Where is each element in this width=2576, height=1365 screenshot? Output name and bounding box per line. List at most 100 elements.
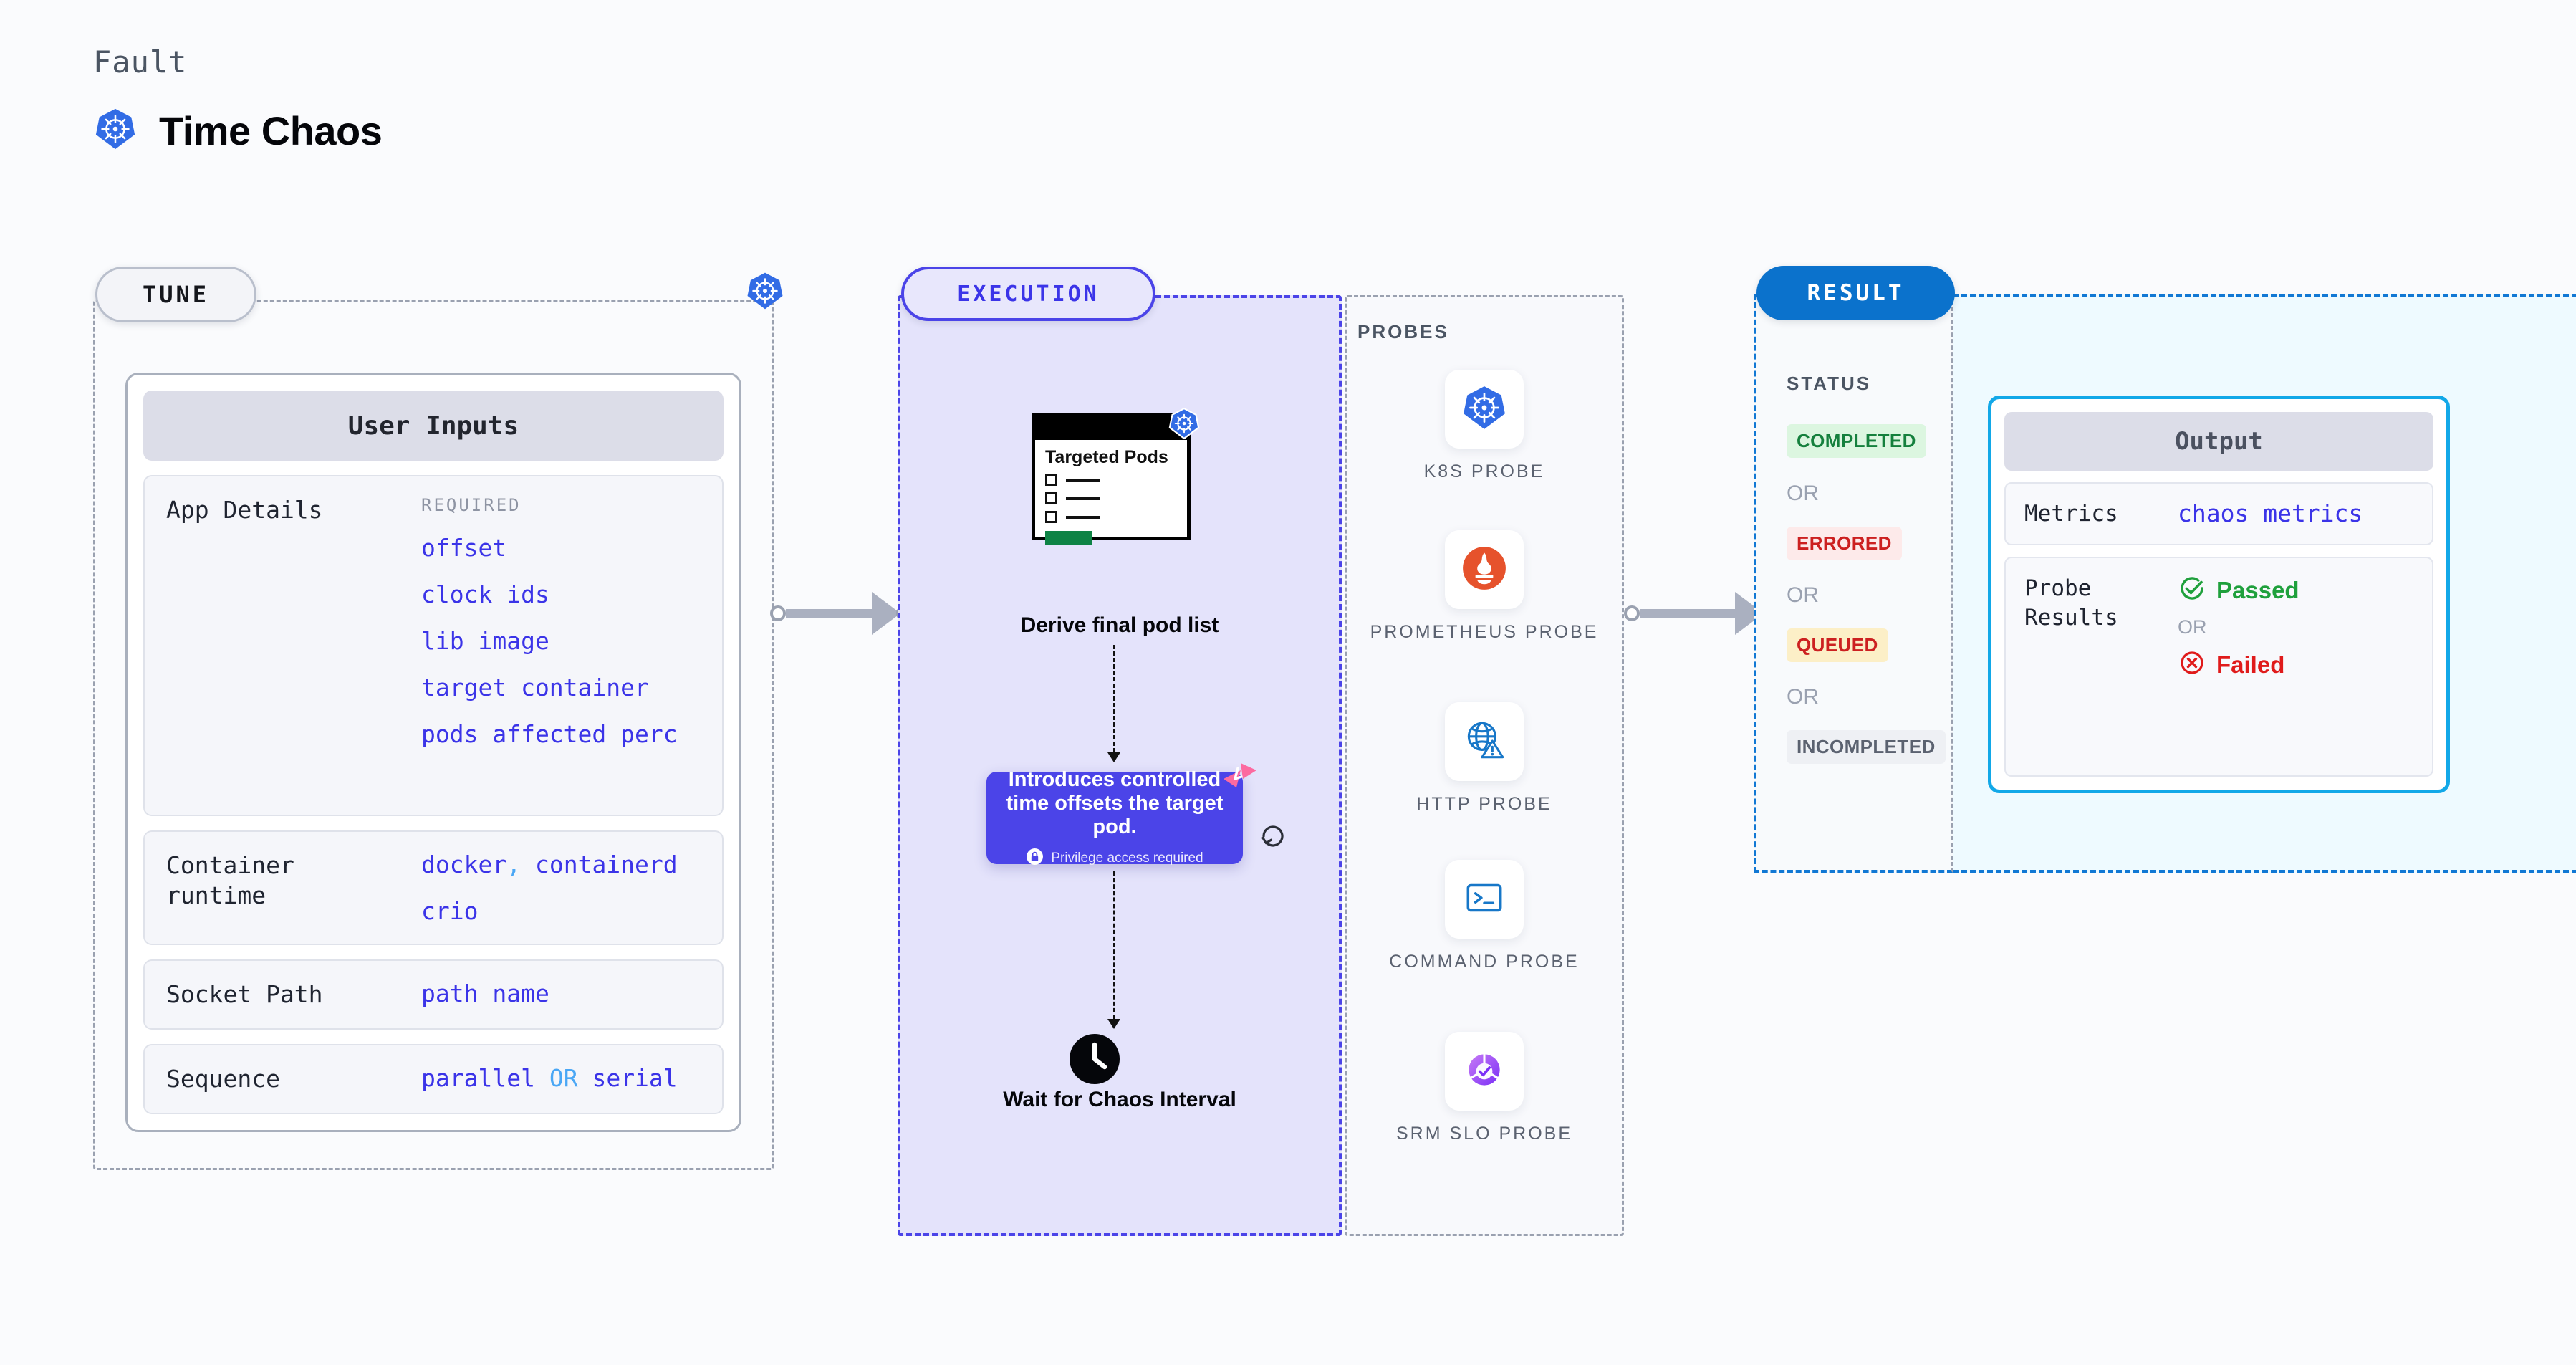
probe-tile — [1445, 370, 1524, 449]
description-card: Introduces controlled time offsets the t… — [986, 768, 1243, 866]
probe-label: COMMAND PROBE — [1389, 952, 1580, 972]
status-badge-errored: ERRORED — [1787, 527, 1902, 560]
placeholder-line — [1066, 497, 1100, 500]
output-value-metrics: chaos metrics — [2178, 499, 2363, 527]
output-title: Output — [2004, 412, 2433, 471]
globe-warning-icon — [1461, 717, 1508, 767]
flow-arrow-head — [1107, 752, 1120, 762]
output-row-metrics[interactable]: Metrics chaos metrics — [2004, 482, 2433, 546]
value-separator: , — [506, 850, 522, 878]
page-kicker: Fault — [93, 44, 188, 80]
placeholder-line — [1066, 515, 1100, 519]
probe-item-http[interactable]: HTTP PROBE — [1345, 702, 1624, 817]
input-value-parallel: parallel — [421, 1063, 535, 1092]
result-status-panel — [1754, 294, 1953, 873]
output-card: Output Metrics chaos metrics Probe Resul… — [1988, 396, 2450, 793]
probe-item-srm-slo[interactable]: SRM SLO PROBE — [1345, 1032, 1624, 1146]
derive-final-pod-list-label: Derive final pod list — [1020, 613, 1219, 637]
x-circle-icon — [2178, 648, 2206, 681]
input-value-crio: crio — [421, 896, 479, 925]
probe-label: SRM SLO PROBE — [1396, 1124, 1572, 1144]
input-row-container-runtime[interactable]: Container runtime docker, containerd cri… — [143, 830, 724, 945]
pods-card-heading: Targeted Pods — [1045, 447, 1168, 467]
input-value-docker: docker — [421, 850, 507, 878]
refresh-icon[interactable] — [1257, 820, 1289, 856]
result-pill: RESULT — [1756, 266, 1955, 320]
page-header: Fault Time Chaos — [93, 44, 383, 155]
status-or-label: OR — [1787, 685, 1819, 709]
connector-start-dot — [770, 605, 786, 621]
pods-progress-bar — [1045, 531, 1092, 545]
terminal-icon — [1461, 874, 1508, 925]
description-text: Introduces controlled time offsets the t… — [1006, 767, 1224, 839]
probe-label: K8S PROBE — [1423, 461, 1545, 482]
targeted-pods-card: Targeted Pods — [1032, 413, 1191, 545]
flow-arrow-line — [1113, 645, 1115, 752]
output-row-probe-results[interactable]: Probe Results Passed OR — [2004, 557, 2433, 777]
probe-tile — [1445, 1032, 1524, 1111]
tune-panel — [93, 300, 774, 1170]
checkbox-icon — [1045, 492, 1057, 504]
value-separator: OR — [549, 1063, 578, 1092]
probe-tile — [1445, 702, 1524, 781]
status-badge-queued: QUEUED — [1787, 628, 1888, 662]
probe-result-failed-label: Failed — [2216, 651, 2285, 678]
row-label: Socket Path — [166, 980, 323, 1008]
input-value-lib-image: lib image — [421, 627, 549, 655]
input-value-clock-ids: clock ids — [421, 580, 549, 608]
privilege-note-row: Privilege access required — [1026, 848, 1203, 869]
probe-tile — [1445, 530, 1524, 609]
pods-list-item — [1045, 511, 1177, 523]
kubernetes-helm-icon — [1461, 384, 1508, 435]
pods-list-item — [1045, 474, 1177, 486]
probe-result-passed-label: Passed — [2216, 576, 2299, 603]
input-row-app-details[interactable]: App Details REQUIRED offset clock ids li… — [143, 475, 724, 816]
row-label: Sequence — [166, 1064, 280, 1093]
status-or-label: OR — [1787, 482, 1819, 505]
output-label-metrics: Metrics — [2024, 501, 2118, 527]
row-label: App Details — [166, 496, 323, 524]
input-value-target-container: target container — [421, 674, 649, 701]
status-badge-incompleted: INCOMPLETED — [1787, 730, 1946, 764]
connector-execution-to-result — [1624, 592, 1775, 635]
check-circle-icon — [2178, 574, 2206, 606]
pods-card-titlebar — [1035, 416, 1187, 440]
checkbox-icon — [1045, 511, 1057, 523]
runtime-values-line1: docker, containerd — [421, 851, 678, 878]
privilege-note-text: Privilege access required — [1051, 851, 1203, 866]
slo-gauge-icon — [1461, 1046, 1508, 1097]
user-inputs-title: User Inputs — [143, 391, 724, 461]
connector-line — [1640, 609, 1736, 618]
probe-item-prometheus[interactable]: PROMETHEUS PROBE — [1345, 530, 1624, 645]
probe-result-failed: Failed — [2178, 648, 2299, 681]
input-value-serial: serial — [592, 1063, 678, 1092]
wait-for-chaos-interval-label: Wait for Chaos Interval — [1003, 1088, 1236, 1111]
input-row-socket-path[interactable]: Socket Path path name — [143, 959, 724, 1030]
probe-item-k8s[interactable]: K8S PROBE — [1345, 370, 1624, 484]
required-tag: REQUIRED — [421, 495, 522, 515]
chaos-ribbon-icon — [1219, 759, 1261, 804]
pods-card-body: Targeted Pods — [1035, 440, 1187, 552]
kubernetes-helm-icon — [93, 107, 138, 155]
probe-label: PROMETHEUS PROBE — [1370, 622, 1599, 642]
connector-start-dot — [1624, 605, 1640, 621]
probe-result-or-label: OR — [2178, 616, 2207, 638]
output-label-probe-results: Probe Results — [2024, 575, 2118, 631]
flow-arrow-head — [1107, 1019, 1120, 1029]
input-row-sequence[interactable]: Sequence parallel OR serial — [143, 1043, 724, 1114]
probe-item-command[interactable]: COMMAND PROBE — [1345, 860, 1624, 974]
pods-card-kubernetes-helm-icon — [1168, 407, 1201, 444]
connector-arrowhead — [872, 592, 900, 635]
pods-list-item — [1045, 492, 1177, 504]
probes-title: PROBES — [1357, 321, 1449, 343]
input-value-offset: offset — [421, 534, 507, 562]
probe-result-passed: Passed — [2178, 574, 2299, 606]
checkbox-icon — [1045, 474, 1057, 486]
tune-pill: TUNE — [95, 267, 256, 322]
status-or-label: OR — [1787, 583, 1819, 607]
tune-kubernetes-helm-icon — [745, 271, 785, 315]
flow-arrow-line — [1113, 871, 1115, 1019]
input-value-containerd: containerd — [534, 850, 678, 878]
placeholder-line — [1066, 478, 1100, 482]
row-label: Container runtime — [166, 851, 294, 909]
